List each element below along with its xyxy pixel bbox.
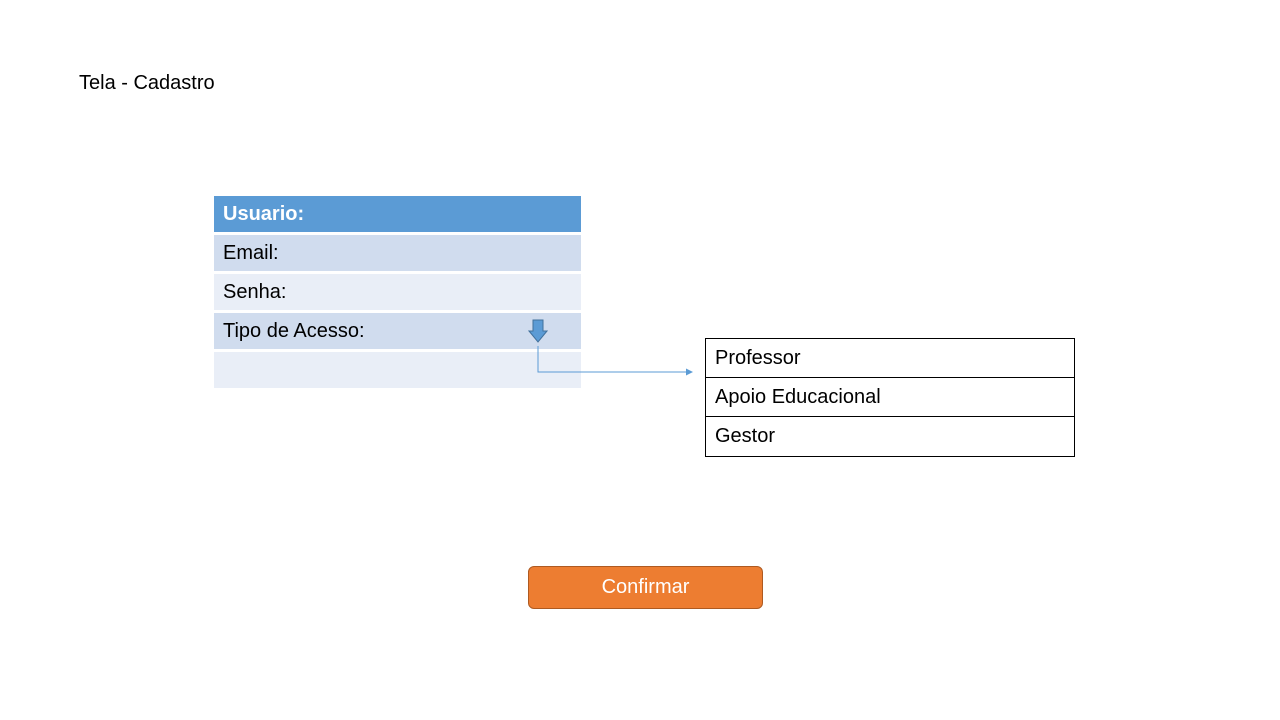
option-apoio-educacional[interactable]: Apoio Educacional (706, 378, 1074, 417)
password-field[interactable]: Senha: (214, 274, 581, 310)
username-field[interactable]: Usuario: (214, 196, 581, 232)
email-field[interactable]: Email: (214, 235, 581, 271)
option-gestor[interactable]: Gestor (706, 417, 1074, 456)
access-type-field[interactable]: Tipo de Acesso: (214, 313, 581, 349)
access-type-options: Professor Apoio Educacional Gestor (705, 338, 1075, 457)
password-label: Senha: (223, 281, 287, 303)
access-type-label: Tipo de Acesso: (223, 320, 365, 342)
confirm-button[interactable]: Confirmar (528, 566, 763, 609)
down-arrow-icon[interactable] (528, 319, 548, 343)
email-label: Email: (223, 242, 279, 264)
username-label: Usuario: (223, 203, 305, 225)
empty-field-row[interactable] (214, 352, 581, 388)
screen-title: Tela - Cadastro (79, 72, 215, 94)
option-professor[interactable]: Professor (706, 339, 1074, 378)
registration-form: Usuario: Email: Senha: Tipo de Acesso: (214, 196, 581, 391)
